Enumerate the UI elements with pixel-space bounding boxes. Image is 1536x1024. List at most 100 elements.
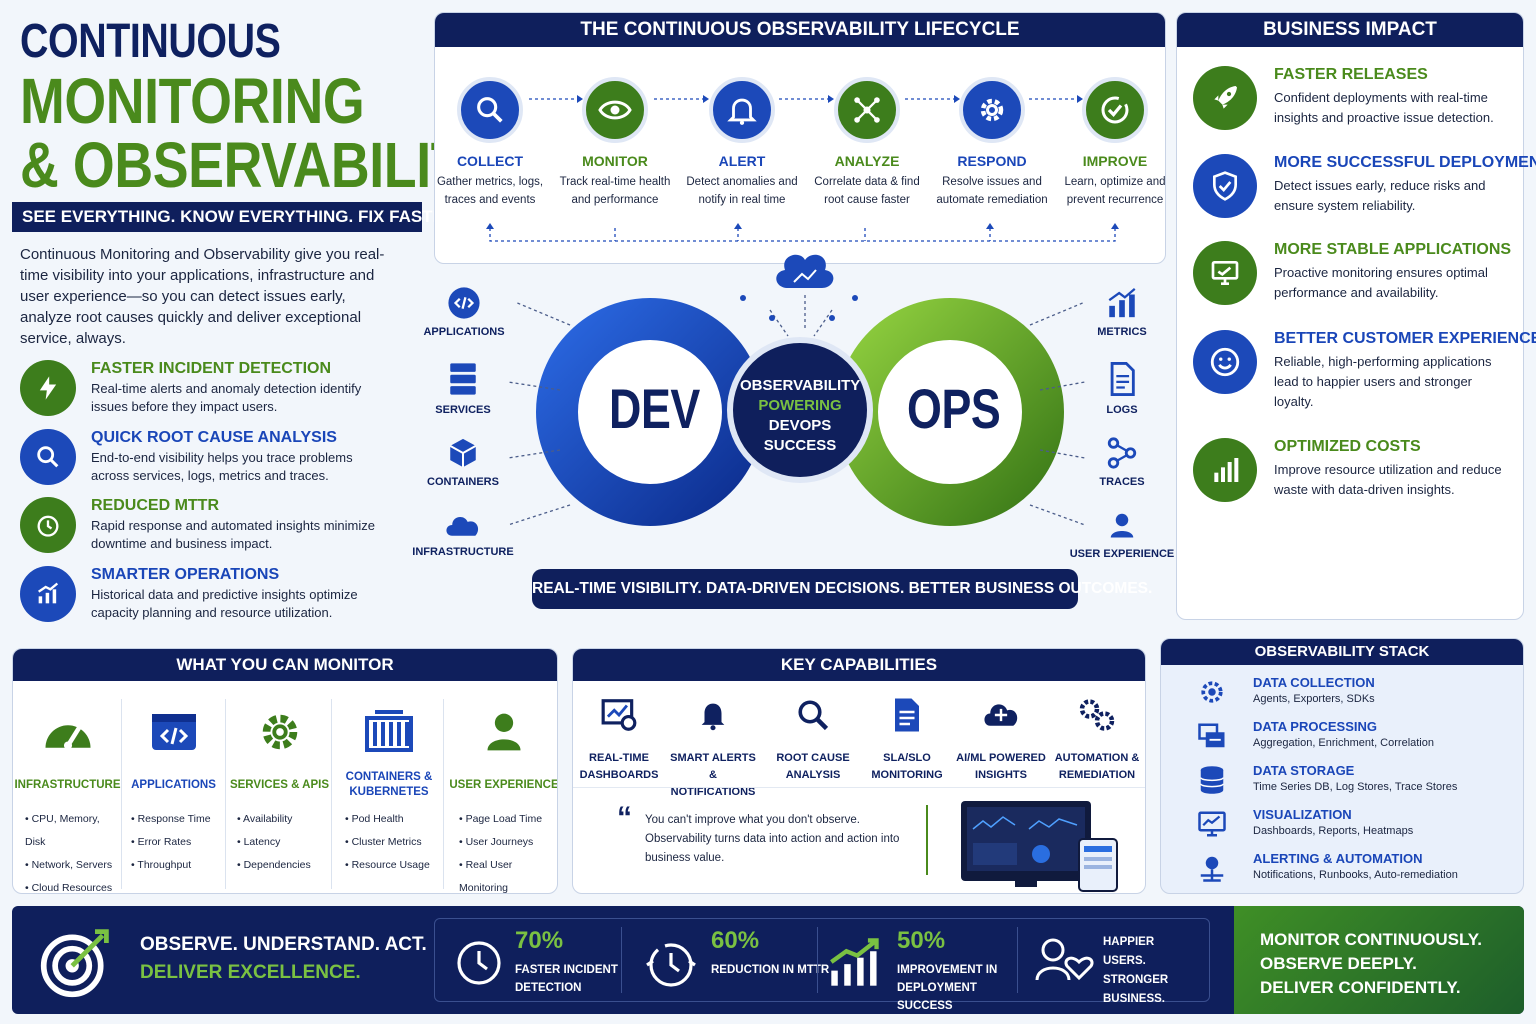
- network-icon: [834, 77, 900, 143]
- monitor-panel: WHAT YOU CAN MONITOR INFRASTRUCTURE CPU,…: [12, 648, 558, 894]
- cloud-ai-icon: [984, 704, 1018, 726]
- target-icon: [40, 929, 109, 998]
- monitor-col-services: SERVICES & APIS AvailabilityLatencyDepen…: [227, 709, 332, 877]
- stack-desc: Dashboards, Reports, Heatmaps: [1253, 825, 1414, 837]
- code-icon: [448, 287, 480, 319]
- processing-icon: [1198, 723, 1225, 748]
- gears-icon: [1079, 699, 1115, 731]
- monitor-chart-icon: [1198, 811, 1226, 837]
- tagline: SEE EVERYTHING. KNOW EVERYTHING. FIX FAS…: [12, 202, 461, 232]
- benefit-incident-detection: FASTER INCIDENT DETECTION Real-time aler…: [20, 360, 400, 420]
- footer-line-1: OBSERVE. UNDERSTAND. ACT.: [140, 934, 427, 955]
- monitor-col-infrastructure: INFRASTRUCTURE CPU, Memory, DiskNetwork,…: [14, 709, 121, 893]
- benefit-title: REDUCED MTTR: [91, 497, 219, 514]
- benefit-desc: Rapid response and automated insights mi…: [91, 518, 375, 551]
- stack-title: DATA STORAGE: [1253, 763, 1355, 778]
- monitor-col-containers: CONTAINERS & KUBERNETES Pod HealthCluste…: [335, 709, 443, 877]
- impact-title: OPTIMIZED COSTS: [1274, 438, 1421, 455]
- stat-mttr: 60% REDUCTION IN MTTR: [631, 921, 829, 999]
- bell-icon: [701, 703, 725, 731]
- dashboard-icon: [601, 699, 637, 731]
- monitor-item: Error Rates: [131, 831, 226, 854]
- capability-label: REAL-TIME DASHBOARDS: [579, 752, 659, 781]
- bar-chart-icon: [1193, 438, 1257, 502]
- gear-icon: [959, 77, 1025, 143]
- stack-row: DATA COLLECTION Agents, Exporters, SDKs: [1191, 675, 1521, 715]
- stack-heading: OBSERVABILITY STACK: [1161, 639, 1523, 665]
- source-label: SERVICES: [435, 404, 491, 416]
- signal-traces: TRACES: [1067, 436, 1177, 488]
- cloud-icon: [776, 254, 834, 288]
- cube-icon: [449, 438, 477, 468]
- step-title: RESPOND: [957, 153, 1027, 169]
- stats-box: 70% FASTER INCIDENT DETECTION 60% REDUCT…: [434, 918, 1210, 1012]
- monitor-item: Cloud Resources: [25, 877, 120, 893]
- alert-automation-icon: [1200, 856, 1224, 882]
- user-heart-icon: [1035, 938, 1094, 981]
- stopwatch-icon: [646, 943, 696, 987]
- capability-item: REAL-TIME DASHBOARDS: [573, 697, 665, 784]
- gear-icon: [262, 714, 297, 750]
- step-analyze: ANALYZE Correlate data & find root cause…: [807, 77, 927, 209]
- stat-value: 70%: [515, 927, 564, 954]
- stack-title: ALERTING & AUTOMATION: [1253, 851, 1423, 866]
- stack-panel: OBSERVABILITY STACK DATA COLLECTION Agen…: [1160, 638, 1524, 894]
- impact-title: MORE SUCCESSFUL DEPLOYMENTS: [1274, 154, 1536, 171]
- capability-item: ROOT CAUSE ANALYSIS: [767, 697, 859, 784]
- source-infrastructure: INFRASTRUCTURE: [408, 510, 518, 558]
- monitor-item: Latency: [237, 831, 332, 854]
- stat-label: IMPROVEMENT IN DEPLOYMENT SUCCESS: [897, 964, 998, 1012]
- lifecycle-panel: THE CONTINUOUS OBSERVABILITY LIFECYCLE C…: [434, 12, 1166, 264]
- impact-desc: Confident deployments with real-time ins…: [1274, 90, 1494, 125]
- footer-line-2: DELIVER EXCELLENCE.: [140, 962, 361, 983]
- chart-icon: [20, 566, 76, 622]
- monitor-col-title: APPLICATIONS: [131, 778, 216, 791]
- step-desc: Resolve issues and automate remediation: [936, 176, 1048, 206]
- source-label: APPLICATIONS: [423, 326, 505, 338]
- capability-item: AUTOMATION & REMEDIATION: [1051, 697, 1143, 784]
- stack-desc: Time Series DB, Log Stores, Trace Stores: [1253, 781, 1458, 793]
- bar-chart-icon: [1108, 287, 1136, 318]
- step-desc: Track real-time health and performance: [559, 176, 671, 206]
- monitor-item: CPU, Memory, Disk: [25, 808, 120, 854]
- quote-text: You can't improve what you don't observe…: [645, 814, 900, 864]
- search-icon: [20, 429, 76, 485]
- monitor-item: Real User Monitoring: [459, 854, 557, 893]
- trace-icon: [1107, 437, 1137, 469]
- quote-mark: “: [617, 801, 632, 834]
- signal-label: TRACES: [1099, 476, 1145, 488]
- rocket-icon: [1193, 66, 1257, 130]
- benefit-desc: End-to-end visibility helps you trace pr…: [91, 450, 353, 483]
- cta-line: MONITOR CONTINUOUSLY.: [1260, 930, 1482, 949]
- magnifier-icon: [457, 77, 523, 143]
- signal-user-experience: USER EXPERIENCE: [1067, 510, 1177, 562]
- stat-value: 50%: [897, 927, 946, 954]
- step-monitor: MONITOR Track real-time health and perfo…: [555, 77, 675, 209]
- step-alert: ALERT Detect anomalies and notify in rea…: [682, 77, 802, 209]
- monitor-col-title: USER EXPERIENCE: [449, 778, 558, 791]
- stack-title: VISUALIZATION: [1253, 807, 1352, 822]
- source-label: INFRASTRUCTURE: [412, 546, 514, 558]
- cloud-icon: [446, 516, 479, 536]
- impact-desc: Reliable, high-performing applications l…: [1274, 354, 1492, 409]
- benefit-smarter-ops: SMARTER OPERATIONS Historical data and p…: [20, 566, 400, 626]
- step-desc: Correlate data & find root cause faster: [814, 176, 920, 206]
- center-line: DEVOPS: [768, 417, 832, 434]
- stack-row: DATA PROCESSING Aggregation, Enrichment,…: [1191, 719, 1521, 759]
- gear-icon: [1201, 681, 1223, 703]
- benefit-title: SMARTER OPERATIONS: [91, 566, 280, 583]
- impact-desc: Detect issues early, reduce risks and en…: [1274, 178, 1486, 213]
- signal-metrics: METRICS: [1067, 286, 1177, 338]
- visibility-banner: REAL-TIME VISIBILITY. DATA-DRIVEN DECISI…: [532, 569, 1152, 609]
- monitor-item: Network, Servers: [25, 854, 120, 877]
- monitor-col-title: SERVICES & APIS: [229, 778, 330, 791]
- stat-value: 60%: [711, 927, 760, 954]
- cta-line: DELIVER CONFIDENTLY.: [1260, 978, 1461, 997]
- step-desc: Gather metrics, logs, traces and events: [436, 176, 544, 206]
- monitor-item: Response Time: [131, 808, 226, 831]
- benefit-title: FASTER INCIDENT DETECTION: [91, 360, 332, 377]
- capability-label: AUTOMATION & REMEDIATION: [1054, 752, 1140, 781]
- center-line: POWERING: [758, 397, 842, 414]
- benefit-root-cause: QUICK ROOT CAUSE ANALYSIS End-to-end vis…: [20, 429, 400, 489]
- capability-label: ROOT CAUSE ANALYSIS: [776, 752, 850, 781]
